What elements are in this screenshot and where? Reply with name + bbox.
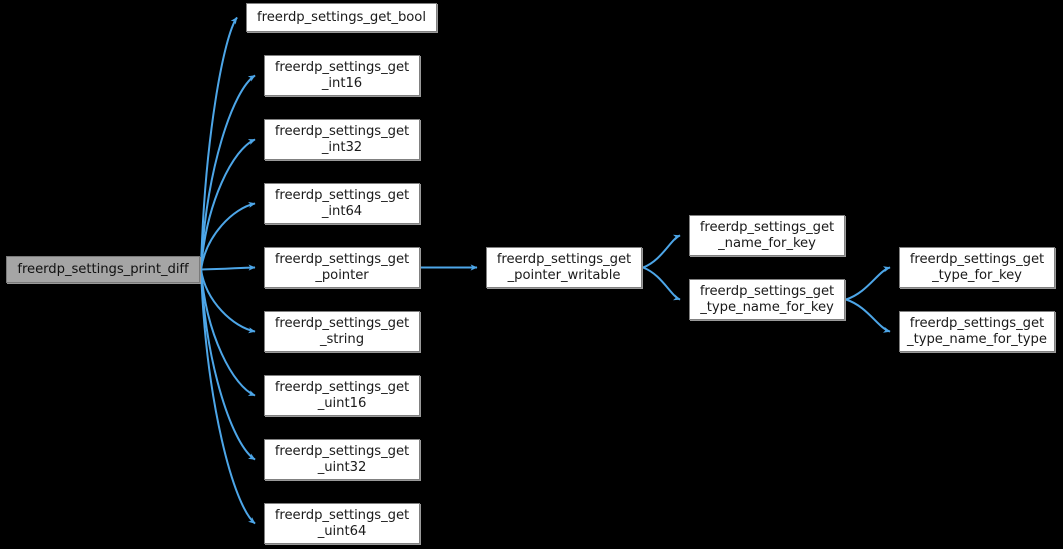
graph-node-uint16[interactable]: freerdp_settings_get _uint16	[264, 375, 420, 416]
graph-node-name_for_key[interactable]: freerdp_settings_get _name_for_key	[689, 215, 845, 256]
graph-node-uint32[interactable]: freerdp_settings_get _uint32	[264, 439, 420, 480]
graph-node-type_name_for_type[interactable]: freerdp_settings_get _type_name_for_type	[899, 311, 1055, 352]
graph-edge-pointer_writable-to-type_name_for_key	[642, 266, 681, 301]
graph-node-label: freerdp_settings_get _uint64	[274, 508, 410, 539]
graph-node-int32[interactable]: freerdp_settings_get _int32	[264, 119, 420, 160]
graph-edge-root-to-uint64	[200, 269, 256, 525]
graph-node-label: freerdp_settings_get _pointer_writable	[496, 252, 632, 283]
graph-node-label: freerdp_settings_get _pointer	[274, 252, 410, 283]
graph-edge-root-to-int32	[200, 138, 256, 270]
graph-edge-root-to-uint16	[200, 269, 256, 397]
graph-node-label: freerdp_settings_get _name_for_key	[699, 220, 835, 251]
graph-node-bool[interactable]: freerdp_settings_get_bool	[246, 3, 437, 32]
graph-edge-root-to-int64	[200, 201, 256, 270]
graph-edge-root-to-bool	[200, 16, 238, 270]
graph-node-type_name_for_key[interactable]: freerdp_settings_get _type_name_for_key	[689, 279, 845, 320]
graph-node-label: freerdp_settings_get _type_name_for_key	[699, 284, 835, 315]
graph-node-pointer_writable[interactable]: freerdp_settings_get _pointer_writable	[486, 247, 642, 288]
graph-edge-pointer_writable-to-name_for_key	[642, 234, 681, 269]
graph-node-label: freerdp_settings_get _type_for_key	[909, 252, 1045, 283]
graph-node-int16[interactable]: freerdp_settings_get _int16	[264, 55, 420, 96]
graph-node-label: freerdp_settings_get _string	[274, 316, 410, 347]
graph-node-label: freerdp_settings_get _uint32	[274, 444, 410, 475]
graph-node-int64[interactable]: freerdp_settings_get _int64	[264, 183, 420, 224]
graph-node-pointer[interactable]: freerdp_settings_get _pointer	[264, 247, 420, 288]
graph-node-label: freerdp_settings_get _int16	[274, 60, 410, 91]
graph-node-label: freerdp_settings_get _type_name_for_type	[907, 316, 1047, 347]
graph-edge-root-to-int16	[200, 74, 256, 270]
graph-node-label: freerdp_settings_print_diff	[17, 261, 189, 277]
graph-node-label: freerdp_settings_get _int32	[274, 124, 410, 155]
graph-node-type_for_key[interactable]: freerdp_settings_get _type_for_key	[899, 247, 1055, 288]
graph-node-label: freerdp_settings_get_bool	[257, 9, 426, 25]
graph-edge-type_name_for_key-to-type_for_key	[845, 266, 891, 301]
graph-edge-root-to-uint32	[200, 269, 256, 461]
graph-node-label: freerdp_settings_get _uint16	[274, 380, 410, 411]
graph-edge-root-to-string	[200, 269, 256, 334]
graph-node-uint64[interactable]: freerdp_settings_get _uint64	[264, 503, 420, 544]
graph-node-string[interactable]: freerdp_settings_get _string	[264, 311, 420, 352]
graph-edge-type_name_for_key-to-type_name_for_type	[845, 298, 891, 333]
graph-edge-root-to-pointer	[200, 264, 256, 271]
graph-node-root[interactable]: freerdp_settings_print_diff	[6, 256, 200, 283]
graph-node-label: freerdp_settings_get _int64	[274, 188, 410, 219]
